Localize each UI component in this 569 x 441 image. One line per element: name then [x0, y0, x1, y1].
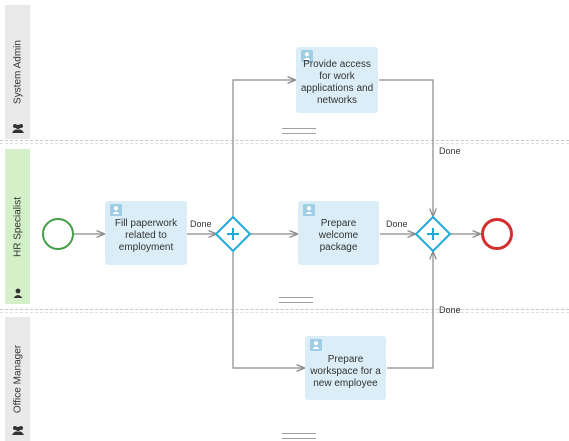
lane-divider	[0, 312, 569, 313]
lane-divider	[0, 143, 569, 144]
user-icon	[13, 288, 22, 298]
lane-header-office-manager[interactable]: Office Manager	[5, 317, 30, 441]
lane-header-hr-specialist[interactable]: HR Specialist	[5, 149, 30, 304]
user-task-icon	[301, 50, 313, 62]
lane-collapse-handle[interactable]	[282, 433, 316, 439]
user-task-icon	[303, 204, 315, 216]
end-event	[481, 218, 513, 250]
lane-divider	[0, 140, 569, 141]
user-task-icon	[110, 204, 122, 216]
task-prepare-workspace[interactable]: Prepare workspace for a new employee	[305, 336, 386, 400]
lane-hr-specialist: HR Specialist	[0, 149, 569, 304]
flow-label-done: Done	[386, 219, 408, 229]
parallel-gateway-join	[414, 215, 452, 253]
task-label: Fill paperwork related to employment	[114, 218, 178, 254]
task-label: Provide access for work applications and…	[300, 59, 374, 107]
user-group-icon	[11, 426, 24, 435]
lane-collapse-handle[interactable]	[279, 297, 313, 303]
lane-collapse-handle[interactable]	[282, 128, 316, 134]
sequence-flow	[387, 252, 433, 369]
task-fill-paperwork[interactable]: Fill paperwork related to employment	[105, 201, 187, 265]
user-task-icon	[310, 339, 322, 351]
task-label: Prepare workspace for a new employee	[310, 354, 381, 390]
lane-header-system-admin[interactable]: System Admin	[5, 5, 30, 139]
user-group-icon	[11, 124, 24, 133]
lane-system-admin: System Admin	[0, 5, 569, 139]
flow-label-done: Done	[439, 146, 461, 156]
lane-office-manager: Office Manager	[0, 317, 569, 441]
sequence-flow	[379, 79, 433, 216]
task-label: Prepare welcome package	[318, 218, 359, 254]
task-provide-access[interactable]: Provide access for work applications and…	[296, 47, 378, 113]
task-prepare-welcome-package[interactable]: Prepare welcome package	[298, 201, 379, 265]
lane-divider	[0, 309, 569, 310]
start-event	[42, 218, 74, 250]
sequence-flow	[232, 80, 295, 217]
flow-label-done: Done	[439, 305, 461, 315]
flow-label-done: Done	[190, 219, 212, 229]
sequence-flow	[232, 251, 304, 368]
parallel-gateway-split	[214, 215, 252, 253]
